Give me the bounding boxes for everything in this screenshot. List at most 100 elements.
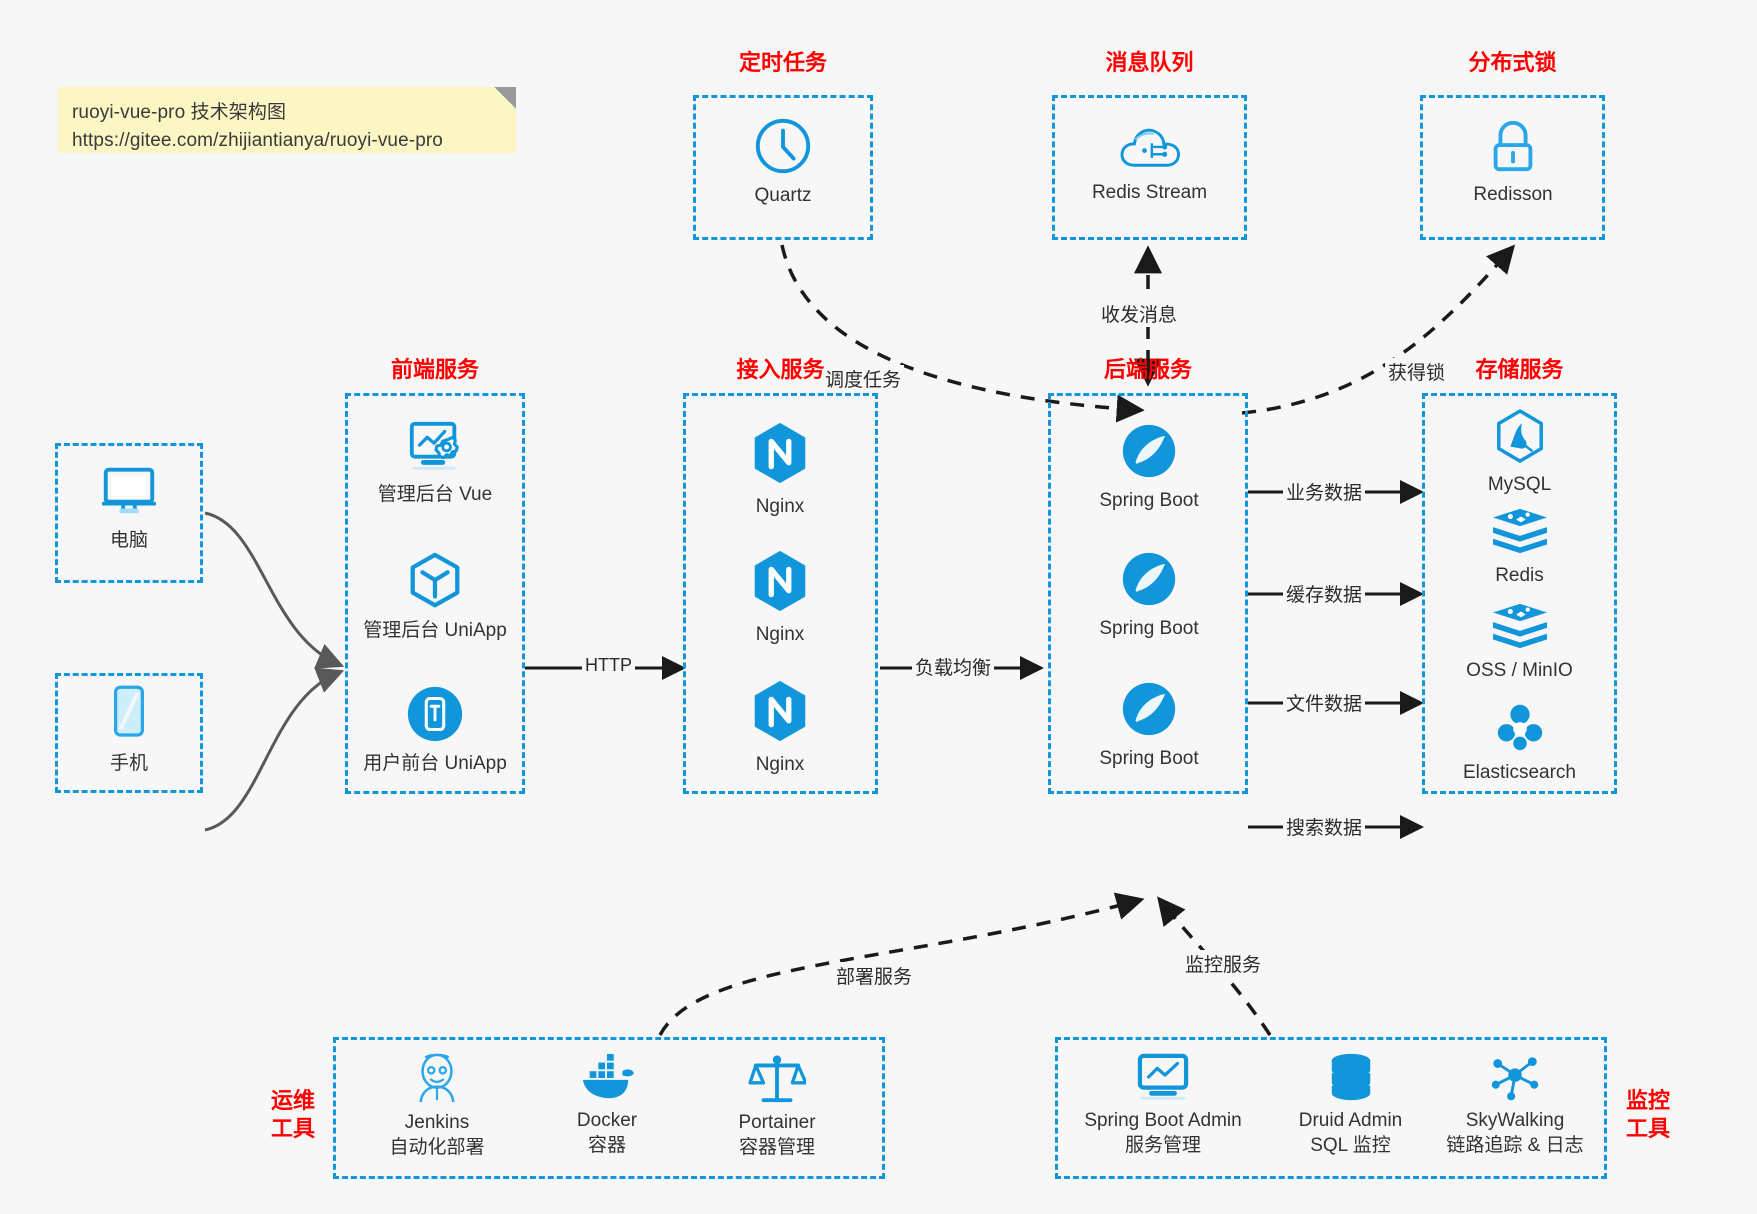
node-desktop[interactable]: 电脑 xyxy=(75,460,183,553)
group-title-devops: 运维 工具 xyxy=(258,1087,328,1142)
node-label: Nginx xyxy=(755,624,805,645)
node-redisson[interactable]: Redisson xyxy=(1443,118,1583,207)
node-label: OSS / MinIO xyxy=(1466,660,1573,681)
note-box: ruoyi-vue-pro 技术架构图 https://gitee.com/zh… xyxy=(58,87,516,153)
node-label: 电脑 xyxy=(109,530,148,551)
node-portainer[interactable]: Portainer 容器管理 xyxy=(692,1052,862,1160)
dashboard-gear-icon xyxy=(409,421,459,470)
node-sublabel: SQL 监控 xyxy=(1310,1135,1391,1157)
group-box-gateway xyxy=(683,393,878,794)
node-label: 管理后台 UniApp xyxy=(363,620,507,641)
node-label: Spring Boot xyxy=(1099,618,1199,639)
group-title-scheduled: 定时任务 xyxy=(738,50,827,75)
node-nginx-1[interactable]: Nginx xyxy=(710,420,850,519)
desktop-icon xyxy=(101,467,157,514)
node-label: Nginx xyxy=(755,496,805,517)
node-nginx-3[interactable]: Nginx xyxy=(710,678,850,777)
group-box-devops xyxy=(333,1037,885,1179)
edge-label-file-data: 文件数据 xyxy=(1283,689,1366,716)
group-title-backend: 后端服务 xyxy=(1103,357,1192,382)
mysql-icon xyxy=(1496,409,1543,463)
nginx-icon xyxy=(754,680,806,742)
skywalking-icon xyxy=(1491,1057,1539,1101)
edge-label-deploy-service: 部署服务 xyxy=(833,962,916,989)
node-redis[interactable]: Redis xyxy=(1432,505,1607,588)
nginx-icon xyxy=(754,550,806,612)
group-box-client-desktop xyxy=(55,443,203,583)
node-admin-vue[interactable]: 管理后台 Vue xyxy=(350,418,520,507)
node-label: Spring Boot Admin xyxy=(1084,1110,1242,1131)
elasticsearch-icon xyxy=(1497,704,1542,751)
node-mysql[interactable]: MySQL xyxy=(1432,408,1607,497)
node-label: SkyWalking xyxy=(1465,1110,1565,1131)
group-title-devops-line1: 运维 xyxy=(270,1088,315,1113)
note-line-2: https://gitee.com/zhijiantianya/ruoyi-vu… xyxy=(72,129,443,151)
edge-label-load-balance: 负载均衡 xyxy=(912,653,995,680)
node-nginx-2[interactable]: Nginx xyxy=(710,548,850,647)
group-title-devops-line2: 工具 xyxy=(270,1115,315,1141)
node-quartz[interactable]: Quartz xyxy=(713,115,853,208)
spring-boot-icon xyxy=(1122,682,1176,736)
node-label: Docker xyxy=(576,1110,638,1131)
jenkins-icon xyxy=(419,1053,455,1103)
node-spring-boot-admin[interactable]: Spring Boot Admin 服务管理 xyxy=(1063,1052,1263,1158)
node-label: 手机 xyxy=(109,753,148,774)
oss-stack-icon xyxy=(1492,603,1547,649)
edge-label-http: HTTP xyxy=(582,655,635,676)
spring-boot-admin-icon xyxy=(1137,1053,1189,1100)
node-label: MySQL xyxy=(1487,474,1552,495)
edge-label-search-data: 搜索数据 xyxy=(1283,813,1366,840)
edge-label-monitor-service: 监控服务 xyxy=(1182,950,1265,977)
node-jenkins[interactable]: Jenkins 自动化部署 xyxy=(352,1052,522,1160)
node-label: Portainer xyxy=(738,1112,816,1133)
group-title-storage: 存储服务 xyxy=(1475,357,1564,382)
group-title-frontend: 前端服务 xyxy=(390,357,479,382)
node-label: Jenkins xyxy=(404,1112,470,1133)
docker-icon xyxy=(582,1053,634,1099)
nginx-icon xyxy=(754,422,806,484)
node-label: Quartz xyxy=(754,185,812,206)
edge-label-get-lock: 获得锁 xyxy=(1385,358,1449,385)
mobile-icon xyxy=(113,685,145,737)
node-sublabel: 链路追踪 & 日志 xyxy=(1446,1135,1584,1157)
group-box-storage xyxy=(1422,393,1617,794)
node-label: 用户前台 UniApp xyxy=(363,753,507,774)
node-admin-uniapp[interactable]: 管理后台 UniApp xyxy=(350,550,520,643)
node-label: Druid Admin xyxy=(1298,1110,1403,1131)
druid-db-icon xyxy=(1331,1053,1370,1101)
group-title-monitor: 监控 工具 xyxy=(1613,1087,1683,1142)
node-docker[interactable]: Docker 容器 xyxy=(522,1052,692,1158)
node-elasticsearch[interactable]: Elasticsearch xyxy=(1432,698,1607,785)
node-druid-admin[interactable]: Druid Admin SQL 监控 xyxy=(1268,1052,1433,1158)
portainer-icon xyxy=(748,1055,806,1103)
cloud-stream-icon xyxy=(1120,128,1180,167)
group-box-scheduled xyxy=(693,95,873,240)
group-box-client-mobile xyxy=(55,673,203,793)
node-sublabel: 容器管理 xyxy=(738,1137,815,1159)
group-box-monitor xyxy=(1055,1037,1607,1179)
group-title-mq: 消息队列 xyxy=(1105,50,1194,75)
cube-icon xyxy=(410,552,460,608)
edge-label-biz-data: 业务数据 xyxy=(1283,478,1366,505)
node-label: 管理后台 Vue xyxy=(377,484,493,505)
node-spring-boot-2[interactable]: Spring Boot xyxy=(1060,548,1238,641)
node-skywalking[interactable]: SkyWalking 链路追踪 & 日志 xyxy=(1420,1052,1610,1158)
node-oss-minio[interactable]: OSS / MinIO xyxy=(1432,600,1607,683)
note-line-1: ruoyi-vue-pro 技术架构图 xyxy=(72,102,287,123)
node-label: Spring Boot xyxy=(1099,490,1199,511)
padlock-icon xyxy=(1493,120,1533,172)
group-title-monitor-line1: 监控 xyxy=(1625,1088,1670,1113)
node-spring-boot-1[interactable]: Spring Boot xyxy=(1060,420,1238,513)
edge-label-schedule-task: 调度任务 xyxy=(822,365,905,392)
phone-app-icon xyxy=(407,686,463,742)
node-mobile[interactable]: 手机 xyxy=(75,683,183,776)
node-redis-stream[interactable]: Redis Stream xyxy=(1077,118,1222,205)
node-sublabel: 容器 xyxy=(587,1135,626,1157)
edge-label-mq-message: 收发消息 xyxy=(1098,300,1181,327)
node-spring-boot-3[interactable]: Spring Boot xyxy=(1060,678,1238,771)
node-user-uniapp[interactable]: 用户前台 UniApp xyxy=(350,683,520,776)
group-title-lock: 分布式锁 xyxy=(1468,50,1557,75)
node-sublabel: 自动化部署 xyxy=(389,1137,485,1159)
node-label: Redisson xyxy=(1473,184,1553,205)
